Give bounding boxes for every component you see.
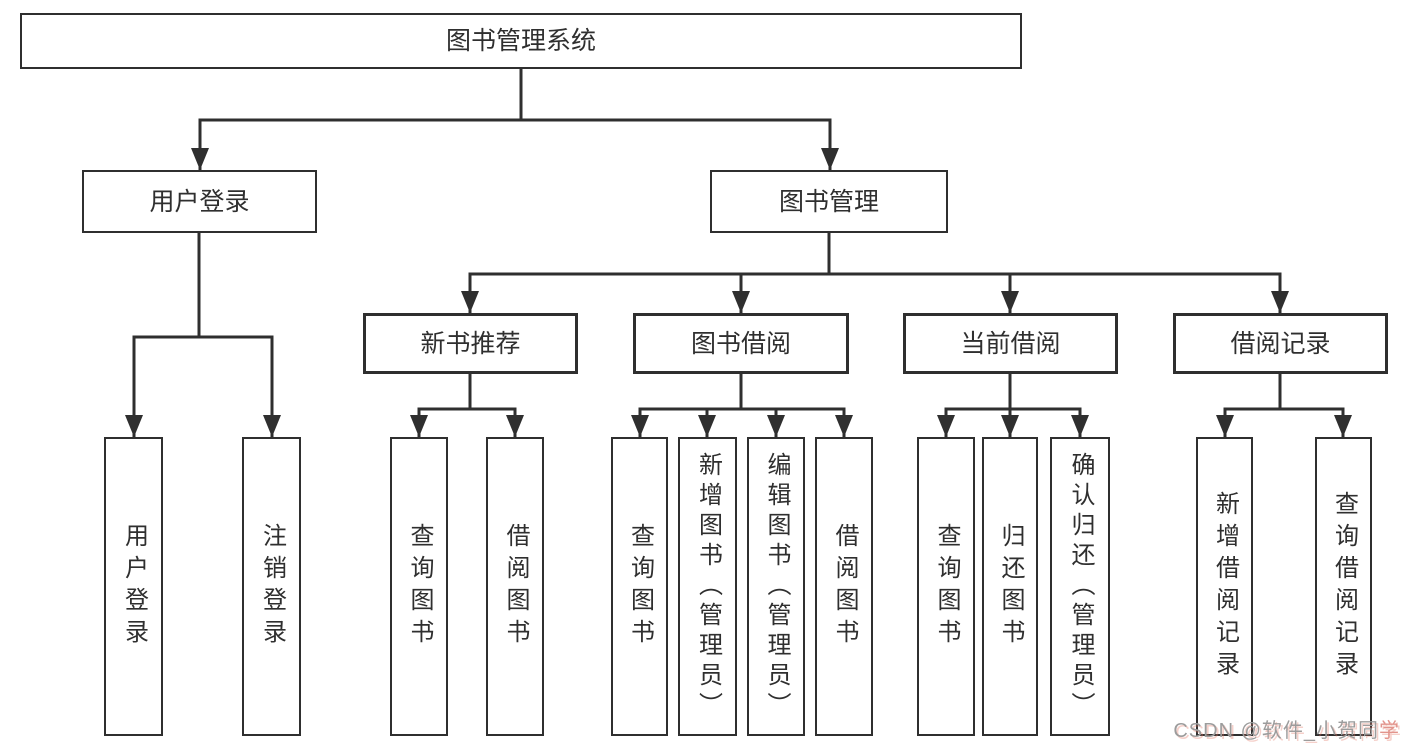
node-current-borrow-label: 当前借阅 (960, 329, 1061, 358)
node-book-borrow-label: 图书借阅 (690, 329, 791, 358)
leaf-user-login: 用户登录 (104, 437, 163, 736)
leaf-borrow-books-recommend-label: 借阅图书 (502, 522, 529, 651)
leaf-add-book-admin-label: 新增图书（管理员） (694, 451, 722, 722)
leaf-add-book-admin: 新增图书（管理员） (678, 437, 737, 736)
node-borrow-records-label: 借阅记录 (1230, 329, 1331, 358)
node-book-management: 图书管理 (710, 170, 948, 233)
node-root-label: 图书管理系统 (445, 27, 596, 55)
node-user-login-label: 用户登录 (149, 187, 250, 216)
csdn-watermark: CSDN @软件_小贺同学 (1173, 714, 1400, 743)
leaf-return-book-label: 归还图书 (997, 522, 1024, 651)
leaf-edit-book-admin: 编辑图书（管理员） (747, 437, 805, 736)
connector-user-login-branch (125, 232, 281, 437)
node-new-book-recommend-label: 新书推荐 (420, 329, 521, 358)
leaf-borrow-books-label: 借阅图书 (831, 522, 858, 651)
leaf-user-login-label: 用户登录 (120, 522, 148, 651)
node-user-login: 用户登录 (82, 170, 317, 233)
leaf-add-borrow-record-label: 新增借阅记录 (1211, 490, 1239, 683)
leaf-query-books-recommend-label: 查询图书 (406, 522, 433, 651)
watermark-text: CSDN @软件_小贺同 (1173, 720, 1379, 742)
leaf-confirm-return-admin-label: 确认归还（管理员） (1067, 451, 1094, 722)
leaf-borrow-books-recommend: 借阅图书 (486, 437, 544, 736)
connector-current-borrow-branch (937, 373, 1089, 437)
connector-book-borrow-branch (631, 373, 853, 437)
leaf-query-books-current: 查询图书 (917, 437, 975, 736)
leaf-query-books-recommend: 查询图书 (390, 437, 448, 736)
node-borrow-records: 借阅记录 (1173, 313, 1388, 374)
leaf-query-books-borrow-label: 查询图书 (626, 522, 654, 651)
connector-new-book-branch (410, 373, 524, 437)
node-book-management-label: 图书管理 (778, 187, 879, 216)
leaf-edit-book-admin-label: 编辑图书（管理员） (763, 451, 790, 722)
leaf-return-book: 归还图书 (982, 437, 1038, 736)
leaf-query-borrow-record-label: 查询借阅记录 (1330, 490, 1358, 683)
leaf-query-borrow-record: 查询借阅记录 (1315, 437, 1372, 736)
leaf-logout: 注销登录 (242, 437, 301, 736)
leaf-query-books-borrow: 查询图书 (611, 437, 668, 736)
leaf-borrow-books: 借阅图书 (815, 437, 873, 736)
node-root: 图书管理系统 (20, 13, 1022, 69)
node-book-borrow: 图书借阅 (633, 313, 849, 374)
leaf-logout-label: 注销登录 (258, 522, 286, 651)
connector-book-mgmt-branch (461, 232, 1289, 313)
node-current-borrow: 当前借阅 (903, 313, 1118, 374)
leaf-query-books-current-label: 查询图书 (933, 522, 960, 651)
connector-root-branch (191, 68, 839, 170)
node-new-book-recommend: 新书推荐 (363, 313, 578, 374)
connector-borrow-record-branch (1216, 373, 1352, 437)
leaf-confirm-return-admin: 确认归还（管理员） (1050, 437, 1110, 736)
leaf-add-borrow-record: 新增借阅记录 (1196, 437, 1253, 736)
watermark-accent-text: 学 (1379, 720, 1400, 742)
